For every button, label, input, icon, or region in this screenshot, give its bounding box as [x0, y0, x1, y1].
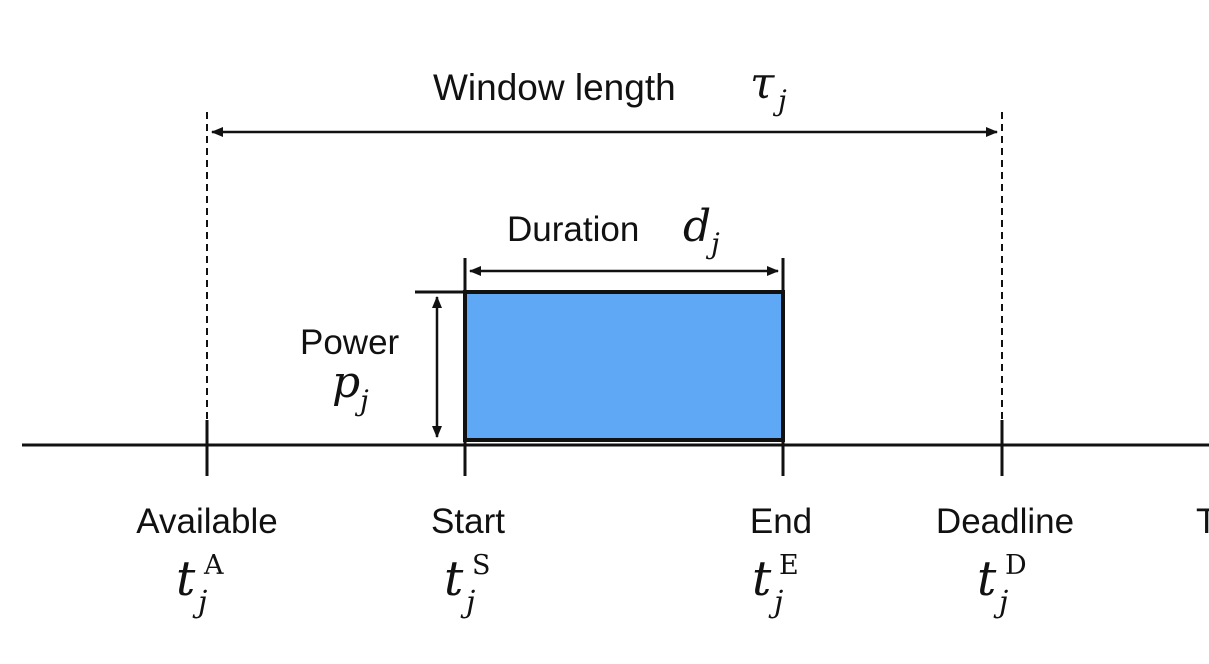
svg-text:E: E: [779, 550, 799, 581]
power-block: [463, 290, 785, 442]
marker-symbol-available: t j A: [176, 550, 224, 620]
marker-symbol-deadline: t j D: [977, 550, 1027, 620]
marker-label-start: Start: [431, 502, 505, 541]
duration-symbol: d: [683, 201, 711, 252]
svg-text:S: S: [472, 550, 491, 581]
svg-text:t: t: [176, 551, 196, 607]
svg-text:t: t: [752, 551, 772, 607]
svg-text:A: A: [203, 550, 224, 581]
svg-text:D: D: [1005, 550, 1027, 581]
marker-label-deadline: Deadline: [936, 502, 1074, 541]
window-length-symbol: τ: [750, 58, 775, 109]
power-symbol: p: [332, 357, 360, 408]
duration-label: Duration: [507, 210, 639, 249]
marker-label-available: Available: [136, 502, 277, 541]
svg-text:t: t: [444, 551, 464, 607]
svg-text:t: t: [977, 551, 997, 607]
timeline-end-text: T: [1196, 502, 1209, 541]
marker-symbol-end: t j E: [752, 550, 799, 620]
marker-symbol-start: t j S: [444, 550, 491, 620]
marker-label-end: End: [750, 502, 812, 541]
window-length-label: Window length: [433, 67, 676, 108]
power-label: Power: [300, 323, 400, 362]
